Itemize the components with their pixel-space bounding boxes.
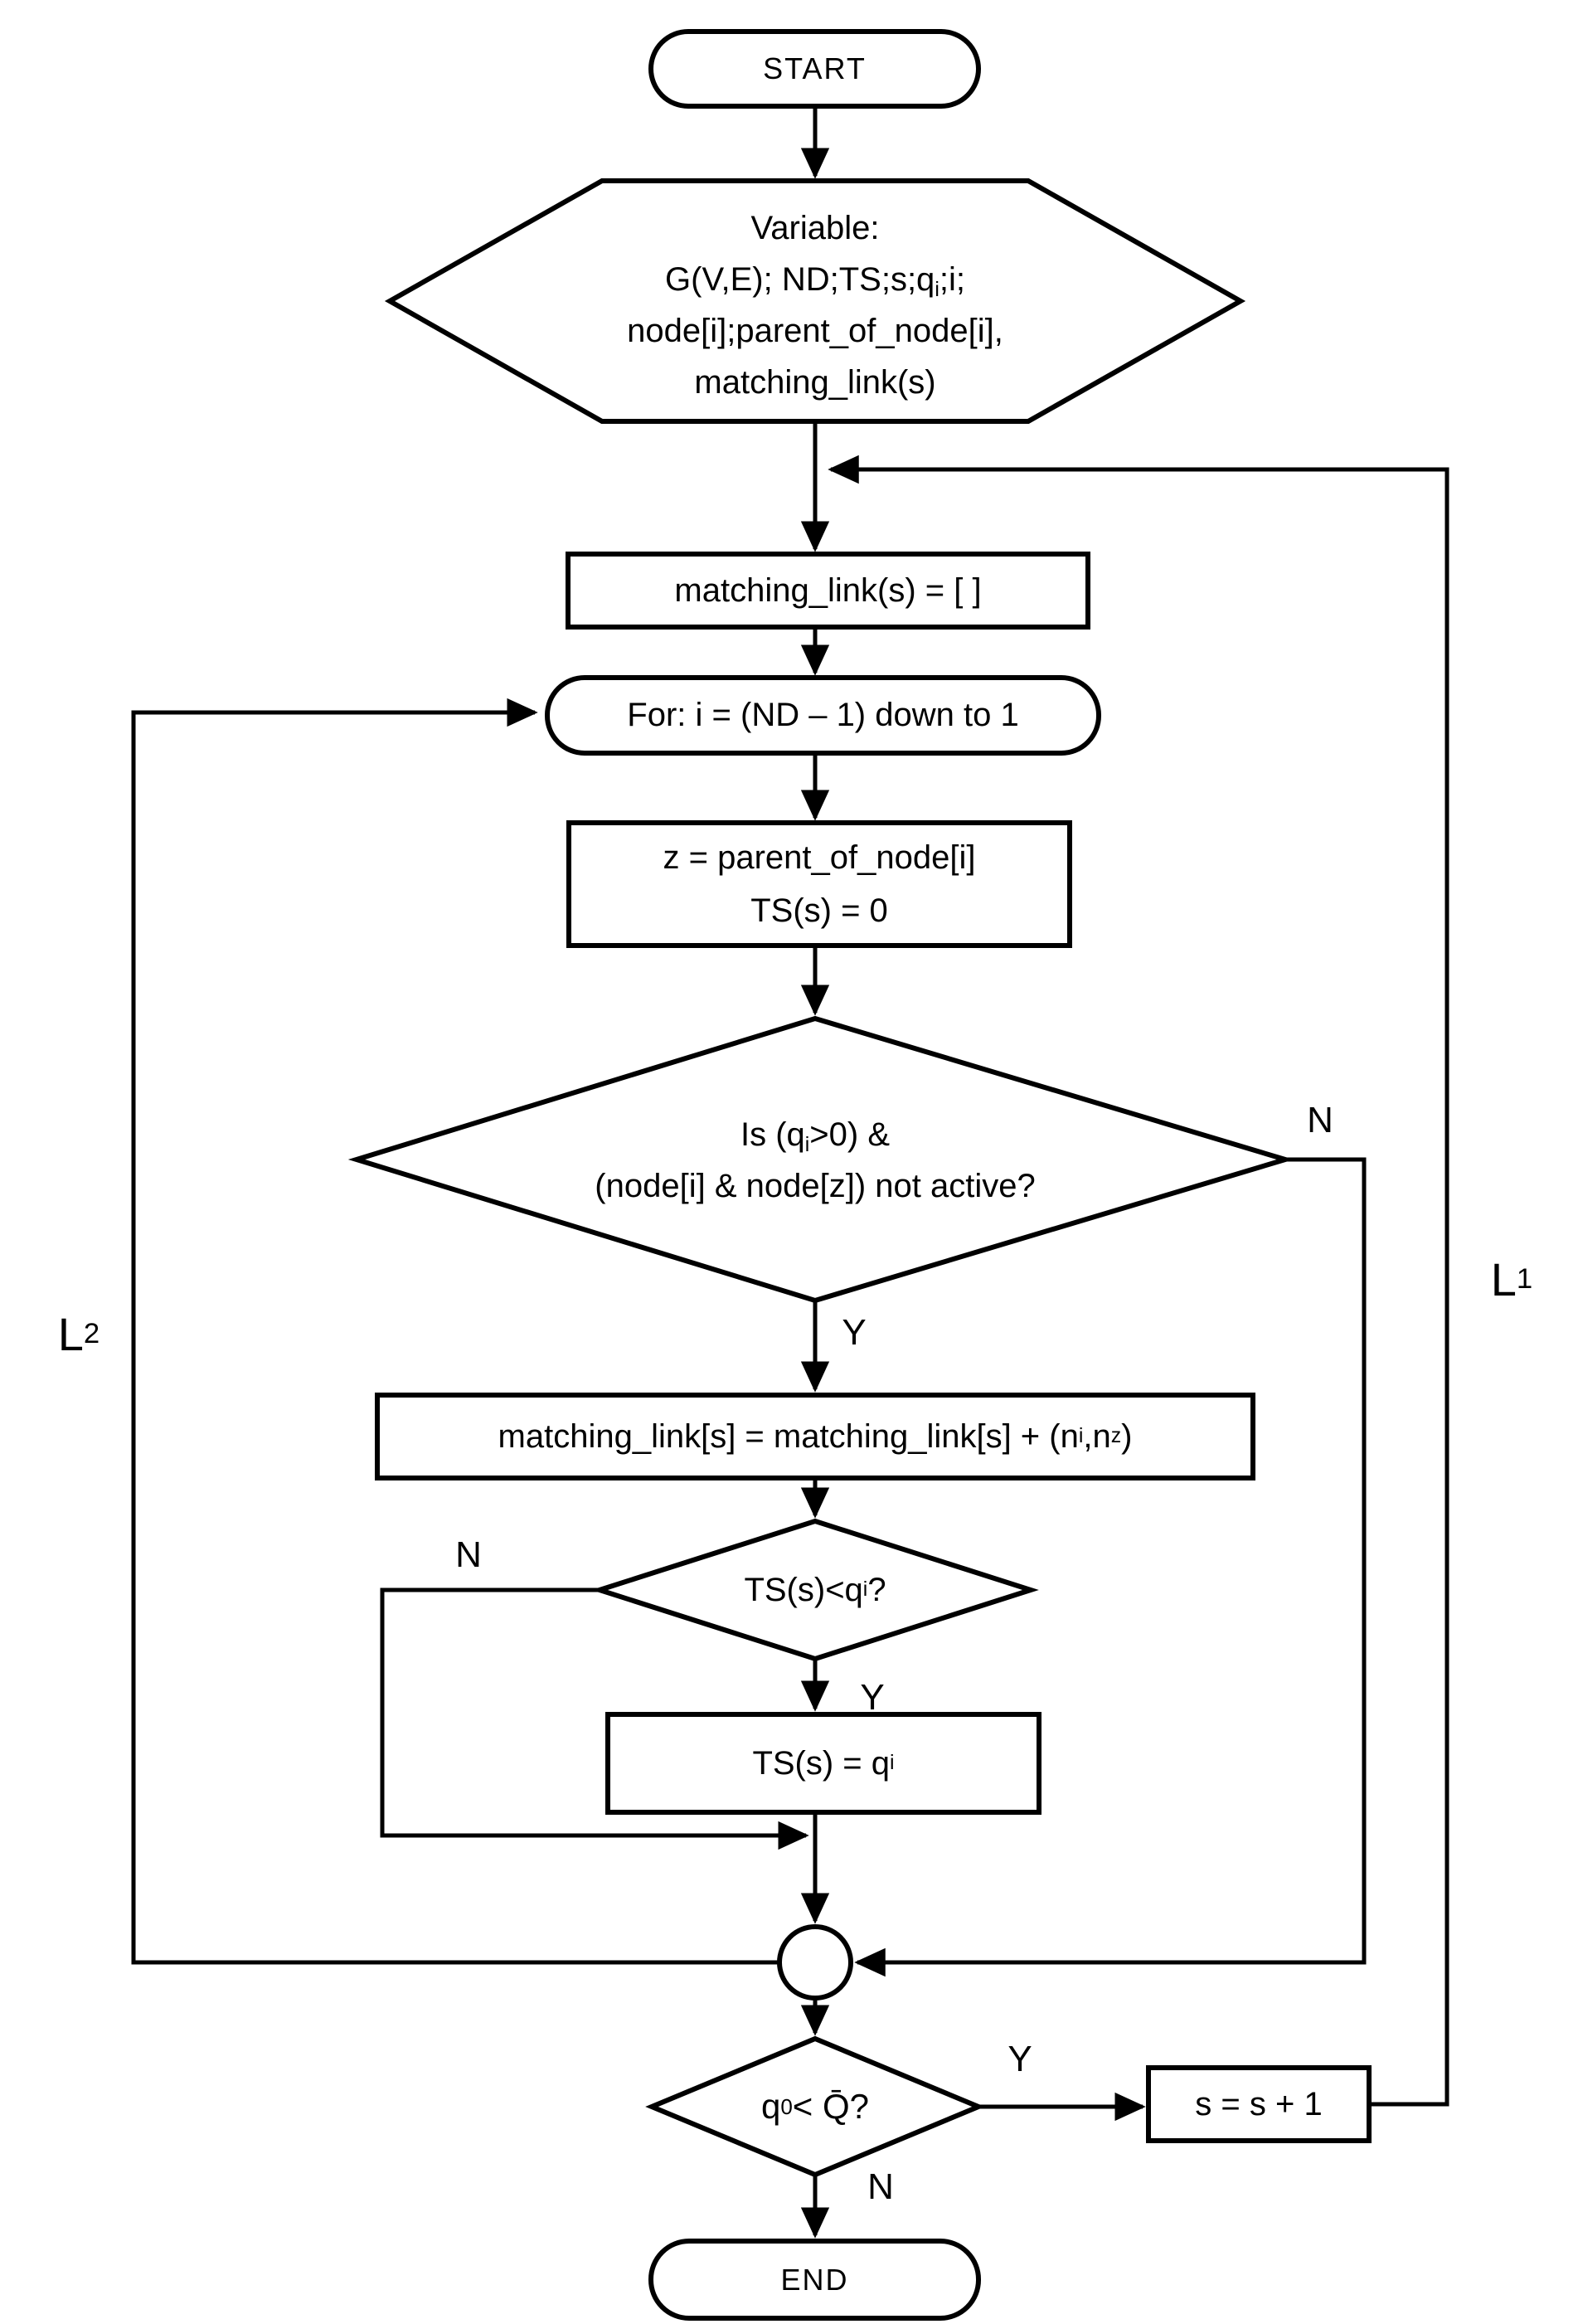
- variables-hexagon: [384, 178, 1246, 424]
- check-active-label: Is (qi>0) & (node[i] & node[z]) not acti…: [442, 1108, 1188, 1213]
- junction-connector-circle: [777, 1924, 853, 2001]
- start-label: START: [763, 51, 867, 85]
- end-label: END: [780, 2262, 849, 2297]
- check-active-yes-label: Y: [842, 1312, 867, 1353]
- variables-label: Variable: G(V,E); ND;TS;s;qi;i; node[i];…: [464, 191, 1166, 420]
- increment-s-label: s = s + 1: [1195, 2085, 1323, 2122]
- assign-parent-label: z = parent_of_node[i] TS(s) = 0: [569, 823, 1070, 946]
- edge-check-active-no: [854, 1157, 1367, 1977]
- assign-parent-line2: TS(s) = 0: [750, 892, 888, 929]
- assign-parent-line1: z = parent_of_node[i]: [663, 839, 976, 876]
- check-ts-diamond: [591, 1518, 1039, 1662]
- edge-check-ts-no: [380, 1587, 809, 1850]
- increment-s-box: [1146, 2065, 1372, 2143]
- check-active-line2: (node[i] & node[z]) not active?: [595, 1168, 1036, 1204]
- for-loop-stadium: [545, 675, 1101, 756]
- edge-loop-l2: [131, 698, 780, 1965]
- assign-parent-box: [566, 820, 1072, 948]
- for-loop-label: For: i = (ND – 1) down to 1: [627, 697, 1019, 733]
- variables-line2: G(V,E); ND;TS;s;qi;i;: [665, 261, 965, 301]
- variables-line1: Variable:: [750, 210, 880, 246]
- check-ts-yes-label: Y: [860, 1677, 885, 1718]
- set-ts-box: [605, 1712, 1041, 1815]
- init-matching-box: [566, 552, 1090, 630]
- check-active-line1: Is (qi>0) &: [740, 1116, 891, 1156]
- check-active-diamond: [347, 1015, 1294, 1304]
- check-ts-no-label: N: [455, 1534, 482, 1575]
- end-terminator: [648, 2239, 981, 2321]
- check-q-no-label: N: [867, 2166, 894, 2207]
- init-matching-label: matching_link(s) = [ ]: [674, 571, 982, 609]
- add-link-box: [375, 1393, 1255, 1480]
- check-q-diamond: [645, 2035, 985, 2178]
- start-terminator: [648, 29, 981, 109]
- check-q-yes-label: Y: [1007, 2039, 1032, 2079]
- variables-line3: node[i];parent_of_node[i],: [627, 313, 1003, 349]
- variables-line4: matching_link(s): [694, 364, 936, 401]
- check-active-no-label: N: [1307, 1100, 1333, 1140]
- edge-loop-l1: [828, 455, 1449, 2107]
- add-link-label: matching_link[s] = matching_link[s] + (n…: [498, 1417, 1133, 1455]
